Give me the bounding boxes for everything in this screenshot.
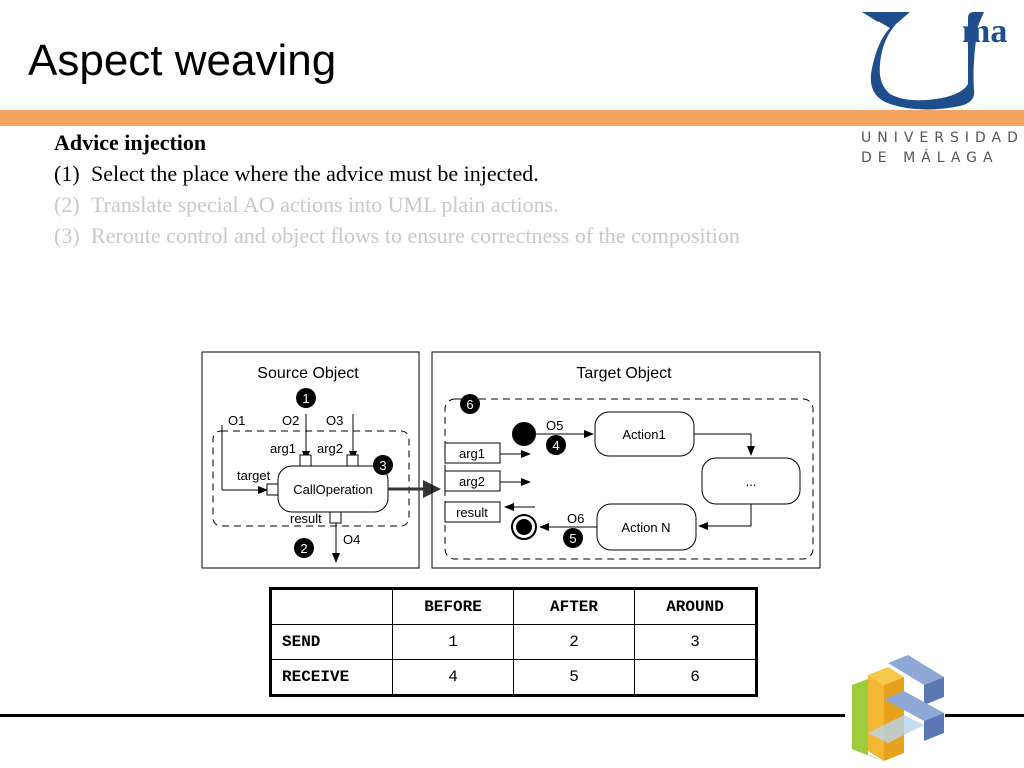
source-dashed-region xyxy=(212,430,410,527)
marker-1-label: 1 xyxy=(302,391,309,406)
university-line-1: UNIVERSIDAD xyxy=(861,130,1024,146)
table-header-row: BEFORE AFTER AROUND xyxy=(270,588,757,625)
label-o4: O4 xyxy=(343,532,360,547)
label-o1: O1 xyxy=(228,413,245,428)
table-corner xyxy=(270,588,393,625)
label-o2: O2 xyxy=(282,413,299,428)
label-result: result xyxy=(290,511,322,526)
table-row: SEND 1 2 3 xyxy=(270,624,757,660)
final-node-inner xyxy=(516,519,532,535)
flow-action1-to-ellipsis xyxy=(694,433,755,456)
uma-logo-icon: ma xyxy=(862,12,1007,110)
marker-6 xyxy=(460,394,480,414)
actionN-label: Action N xyxy=(621,520,670,535)
step-1: (1) Select the place where the advice mu… xyxy=(54,158,740,189)
university-name: UNIVERSIDAD DE MÁLAGA xyxy=(861,128,1024,168)
marker-5 xyxy=(563,528,583,548)
step-text: Select the place where the advice must b… xyxy=(91,161,539,186)
row-label: SEND xyxy=(270,624,393,660)
pin-result xyxy=(329,511,342,524)
slide-title: Aspect weaving xyxy=(28,36,337,85)
flow-ellipsis-to-actionN xyxy=(698,504,752,530)
step-text: Reroute control and object flows to ensu… xyxy=(91,223,740,248)
slide-content: Advice injection (1) Select the place wh… xyxy=(54,127,740,251)
table-cell: 4 xyxy=(392,659,514,696)
marker-2-label: 2 xyxy=(300,541,307,556)
table-row: RECEIVE 4 5 6 xyxy=(270,659,757,696)
action1-label: Action1 xyxy=(622,427,665,442)
marker-3 xyxy=(373,455,393,475)
label-target: target xyxy=(237,468,271,483)
marker-1 xyxy=(296,388,316,408)
table-cell: 2 xyxy=(513,624,635,660)
source-object-title: Source Object xyxy=(257,365,359,382)
marker-4 xyxy=(546,435,566,455)
table-header: AFTER xyxy=(513,588,635,625)
step-2: (2) Translate special AO actions into UM… xyxy=(54,189,740,220)
marker-6-label: 6 xyxy=(466,397,473,412)
advice-table: BEFORE AFTER AROUND SEND 1 2 3 RECEIVE 4… xyxy=(269,587,758,697)
footer-line-left xyxy=(0,714,845,717)
label-o3: O3 xyxy=(326,413,343,428)
label-o6: O6 xyxy=(567,511,584,526)
initial-node xyxy=(512,422,536,446)
weaving-diagram: Source Object 1 O1 O2 O3 CallOperation a… xyxy=(201,351,821,569)
pin-target xyxy=(266,483,279,496)
input-arg2-label: arg2 xyxy=(459,474,485,489)
footer-line-right xyxy=(945,714,1024,717)
target-object-box xyxy=(431,351,821,569)
label-arg1: arg1 xyxy=(270,441,296,456)
step-number: (1) xyxy=(54,161,80,186)
step-text: Translate special AO actions into UML pl… xyxy=(91,192,559,217)
row-label: RECEIVE xyxy=(270,659,393,696)
table-cell: 3 xyxy=(634,624,757,660)
step-number: (3) xyxy=(54,223,80,248)
input-arg1-label: arg1 xyxy=(459,446,485,461)
step-3: (3) Reroute control and object flows to … xyxy=(54,220,740,251)
source-object-box xyxy=(201,351,420,569)
accent-bar xyxy=(0,110,1024,126)
logo-text: ma xyxy=(962,13,1007,50)
ellipsis-label: ... xyxy=(746,474,757,489)
label-arg2: arg2 xyxy=(317,441,343,456)
pin-arg2 xyxy=(346,454,359,467)
marker-5-label: 5 xyxy=(569,531,576,546)
marker-2 xyxy=(294,538,314,558)
call-operation-label: CallOperation xyxy=(293,482,373,497)
marker-3-label: 3 xyxy=(379,458,386,473)
university-line-2: DE MÁLAGA xyxy=(861,150,999,166)
pin-arg1 xyxy=(299,454,312,467)
marker-4-number: 4 xyxy=(552,438,559,453)
output-result xyxy=(444,501,501,523)
table-header: AROUND xyxy=(634,588,757,625)
input-arg1 xyxy=(444,442,501,464)
cubes-logo-icon xyxy=(852,655,944,763)
table-cell: 6 xyxy=(634,659,757,696)
output-result-label: result xyxy=(456,505,488,520)
label-o5: O5 xyxy=(546,418,563,433)
step-number: (2) xyxy=(54,192,80,217)
content-heading: Advice injection xyxy=(54,130,207,155)
target-object-title: Target Object xyxy=(576,365,672,382)
input-arg2 xyxy=(444,470,501,492)
table-header: BEFORE xyxy=(392,588,514,625)
table-cell: 1 xyxy=(392,624,514,660)
table-cell: 5 xyxy=(513,659,635,696)
